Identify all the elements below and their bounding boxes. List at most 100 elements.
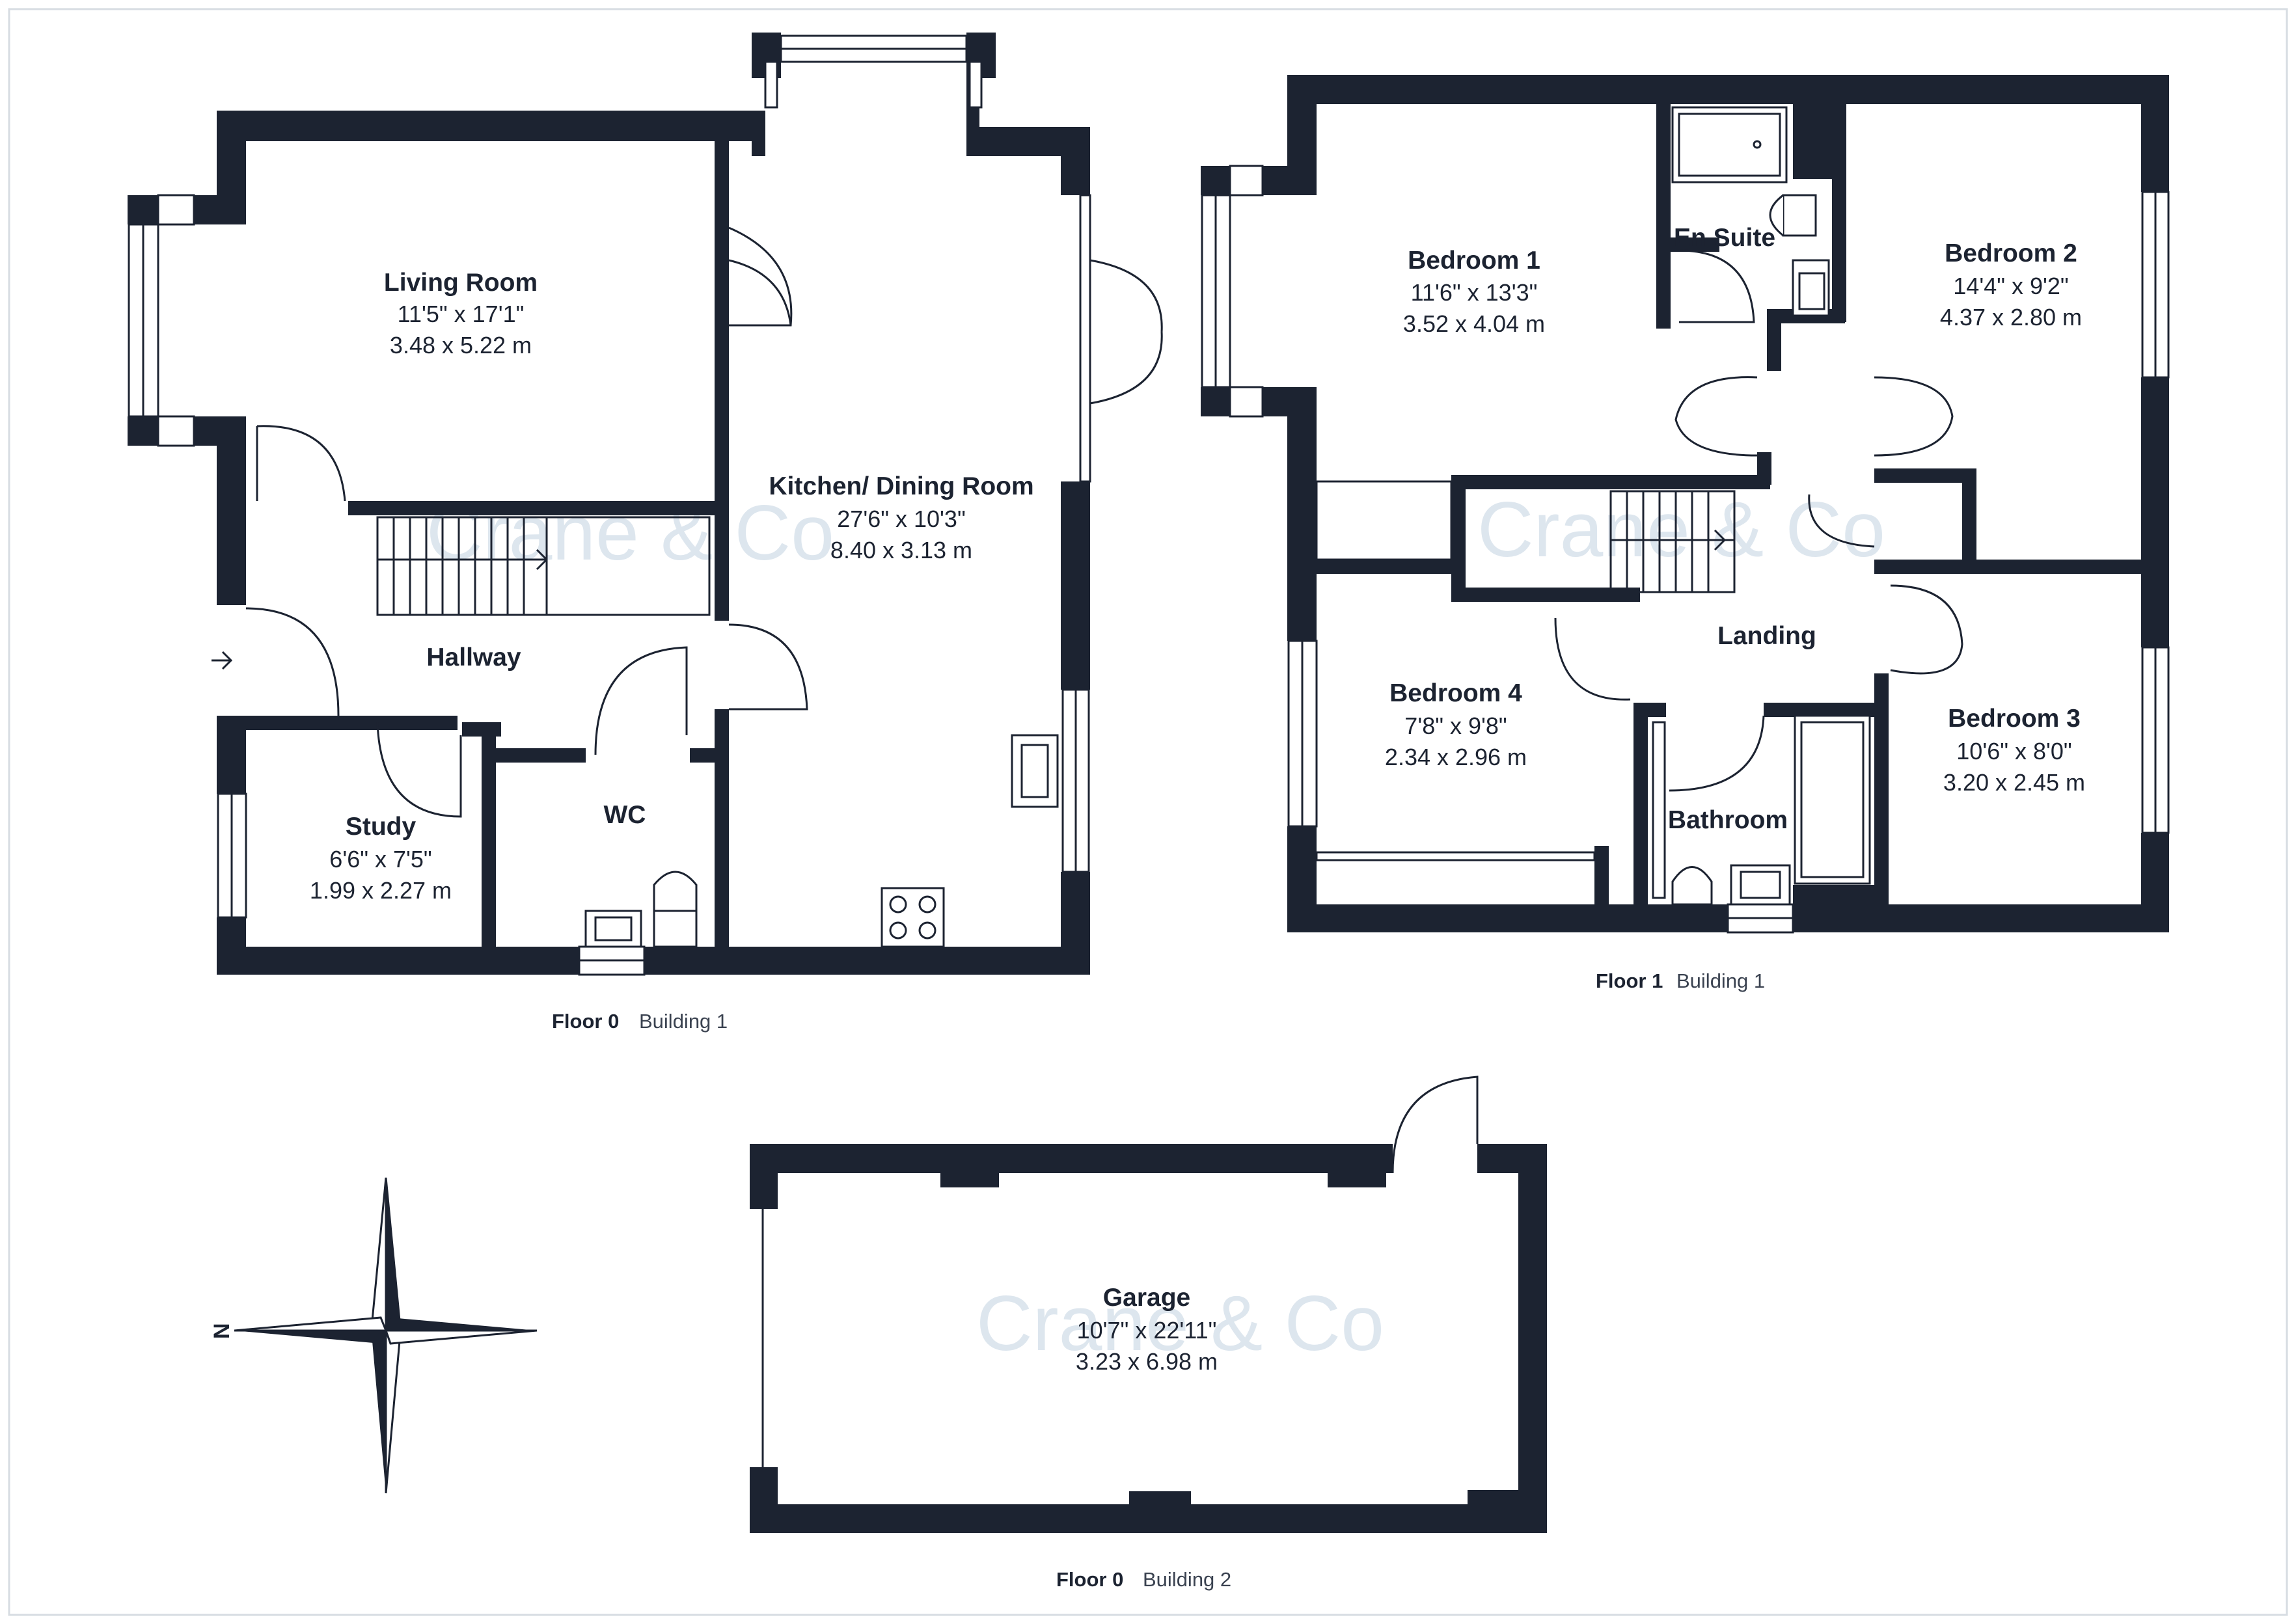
wall: [1832, 104, 1846, 322]
floor-0-building-1-plan: [128, 33, 1163, 976]
wall: [1451, 475, 1770, 489]
garage-imperial: 10'7" x 22'11": [1077, 1317, 1217, 1344]
door-swing: [728, 259, 792, 326]
door-swing: [1554, 617, 1631, 701]
patio-door-swing: [1089, 259, 1163, 332]
door-swing: [1808, 494, 1875, 548]
wall: [217, 947, 1090, 975]
bedroom-1-name: Bedroom 1: [1408, 247, 1540, 275]
bedroom-3-name: Bedroom 3: [1948, 705, 2081, 733]
wall: [1518, 1144, 1547, 1533]
bathroom-name: Bathroom: [1668, 806, 1788, 834]
wall: [348, 501, 729, 515]
bedroom-4-name: Bedroom 4: [1389, 679, 1522, 707]
toilet-icon: [1671, 866, 1713, 906]
door-swing: [728, 623, 808, 710]
wall: [1764, 703, 1889, 717]
garage-name: Garage: [1103, 1284, 1190, 1312]
watermark: Crane & Co: [976, 1280, 1384, 1367]
wall: [1287, 75, 2169, 104]
wall: [482, 722, 496, 947]
bedroom-1-metric: 3.52 x 4.04 m: [1403, 310, 1545, 337]
wall: [1767, 309, 1781, 371]
landing-name: Landing: [1717, 622, 1816, 650]
hob-icon: [881, 887, 945, 948]
sink-icon: [1020, 744, 1049, 798]
shower-icon: [1678, 113, 1781, 177]
basin-icon: [594, 916, 633, 941]
wall: [1656, 104, 1671, 329]
wall: [1874, 468, 1975, 483]
en-suite-name: En Suite: [1674, 224, 1775, 252]
watermark: Crane & Co: [1477, 486, 1885, 573]
wall: [1451, 588, 1640, 602]
wall: [1061, 481, 1090, 690]
toilet-icon: [653, 871, 698, 912]
living-room-metric: 3.48 x 5.22 m: [390, 332, 532, 359]
wall: [752, 111, 765, 156]
bedroom-3-imperial: 10'6" x 8'0": [1956, 738, 2071, 765]
compass-rose-icon: [234, 1177, 538, 1494]
staircase: [1609, 490, 1736, 593]
kitchen-name: Kitchen/ Dining Room: [769, 472, 1033, 500]
wall: [1315, 560, 1451, 574]
living-room-imperial: 11'5" x 17'1": [398, 301, 525, 327]
floor-label: Floor 1: [1596, 969, 1663, 992]
bedroom-2-metric: 4.37 x 2.80 m: [1940, 304, 2082, 331]
window: [1229, 386, 1264, 418]
toilet-icon: [1769, 194, 1784, 237]
door-swing: [1678, 249, 1755, 323]
wall: [750, 1144, 778, 1209]
wall: [1594, 846, 1609, 904]
door-swing: [594, 646, 688, 755]
wardrobe: [1315, 480, 1453, 561]
bath-icon: [1800, 721, 1865, 878]
wall: [715, 709, 729, 947]
door-swing: [1669, 715, 1765, 792]
window: [157, 415, 195, 447]
building-label: Building 1: [1676, 969, 1765, 992]
window: [764, 61, 778, 109]
bedroom-3-metric: 3.20 x 2.45 m: [1943, 769, 2085, 796]
basin-icon: [1740, 871, 1781, 899]
bedroom-4-imperial: 7'8" x 9'8": [1404, 712, 1507, 739]
door-swing: [728, 226, 793, 327]
bedroom-1-imperial: 11'6" x 13'3": [1411, 279, 1538, 306]
patio-door-swing: [1089, 331, 1163, 405]
building-label: Building 2: [1143, 1568, 1231, 1591]
building-label: Building 1: [639, 1010, 728, 1033]
wall: [1793, 885, 1874, 932]
wall: [940, 1173, 999, 1187]
living-room-name: Living Room: [384, 269, 538, 297]
door-swing: [1674, 376, 1758, 457]
study-imperial: 6'6" x 7'5": [329, 846, 431, 873]
toilet-icon: [653, 910, 698, 948]
wall: [1129, 1491, 1191, 1504]
wall: [1793, 104, 1832, 179]
floor-label: Floor 0: [1056, 1568, 1123, 1591]
garage-metric: 3.23 x 6.98 m: [1076, 1348, 1218, 1375]
floor-1-building-1-plan: [1201, 75, 2170, 934]
wall: [1633, 703, 1666, 717]
wall: [1874, 712, 1889, 904]
wall: [750, 1144, 1393, 1173]
wall: [1633, 703, 1648, 904]
toilet-icon: [1782, 194, 1817, 237]
window: [968, 61, 983, 109]
wall: [1468, 1490, 1518, 1504]
wall: [2141, 377, 2169, 647]
wall: [217, 111, 765, 141]
wall: [1451, 475, 1466, 602]
wall: [1962, 468, 1976, 560]
floor-0-building-2-plan: [750, 1076, 1547, 1533]
wc-name: WC: [604, 801, 646, 829]
study-metric: 1.99 x 2.27 m: [310, 877, 452, 904]
door-swing: [1391, 1076, 1479, 1174]
window: [157, 194, 195, 226]
wall: [1287, 387, 1317, 641]
wall: [217, 716, 458, 730]
wardrobe: [1315, 851, 1596, 861]
door-swing: [376, 722, 462, 818]
staircase: [376, 516, 711, 616]
